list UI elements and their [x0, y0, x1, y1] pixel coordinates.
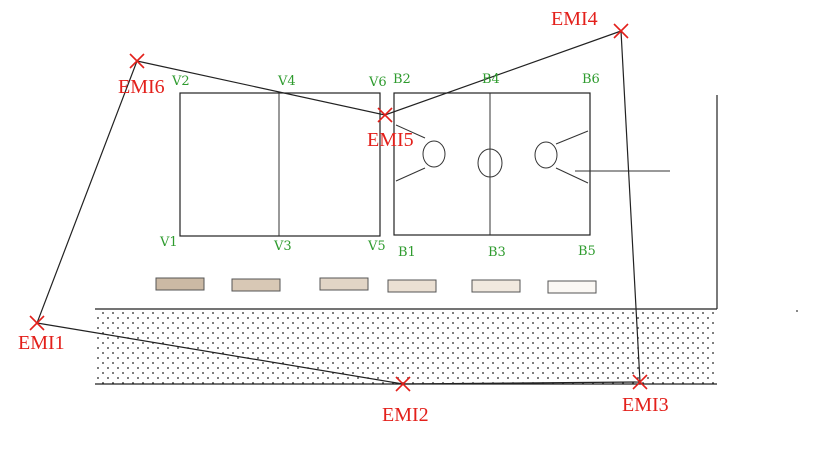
- label-b5: B5: [578, 244, 596, 259]
- bench-1: [155, 277, 205, 291]
- basketball-right-key-top: [555, 130, 589, 145]
- emi2-marker-icon: [395, 376, 411, 392]
- stray-dot: [796, 310, 798, 312]
- basketball-right-ft-circle: [534, 141, 558, 169]
- bench-4: [387, 279, 437, 293]
- basketball-left-ft-circle: [422, 140, 446, 168]
- bench-2: [231, 278, 281, 292]
- label-v1: V1: [159, 235, 178, 250]
- label-b3: B3: [488, 245, 506, 260]
- label-v6: V6: [368, 75, 387, 90]
- volleyball-court-outline: [179, 92, 381, 237]
- label-emi2: EMI2: [382, 404, 429, 426]
- label-v5: V5: [367, 239, 386, 254]
- bench-5: [471, 279, 521, 293]
- basketball-center-circle: [477, 148, 503, 178]
- basketball-court-outline: [393, 92, 591, 236]
- emi4-marker-icon: [613, 23, 629, 39]
- emi5-marker-icon: [377, 107, 393, 123]
- basketball-court: [393, 92, 591, 236]
- label-v2: V2: [171, 74, 190, 89]
- bench-3: [319, 277, 369, 291]
- label-emi4: EMI4: [551, 8, 598, 30]
- label-b1: B1: [398, 245, 416, 260]
- emi6-marker-icon: [129, 53, 145, 69]
- label-b6: B6: [582, 72, 600, 87]
- label-emi3: EMI3: [622, 394, 669, 416]
- basketball-right-key-bottom: [555, 167, 589, 184]
- emi1-marker-icon: [29, 315, 45, 331]
- emi3-marker-icon: [632, 374, 648, 390]
- basketball-left-key-bottom: [395, 167, 426, 182]
- volleyball-court: [179, 92, 381, 237]
- label-b4: B4: [482, 72, 500, 87]
- road-dot-fill: [95, 309, 717, 384]
- label-b2: B2: [393, 72, 411, 87]
- benches-row: [155, 277, 597, 294]
- bench-6: [547, 280, 597, 294]
- dotted-road-band: [95, 308, 717, 385]
- basketball-left-key-top: [395, 124, 426, 139]
- label-v4: V4: [277, 74, 296, 89]
- label-emi6: EMI6: [118, 76, 165, 98]
- label-v3: V3: [273, 239, 292, 254]
- label-emi5: EMI5: [367, 129, 414, 151]
- emi-markers: [29, 23, 648, 392]
- label-emi1: EMI1: [18, 332, 65, 354]
